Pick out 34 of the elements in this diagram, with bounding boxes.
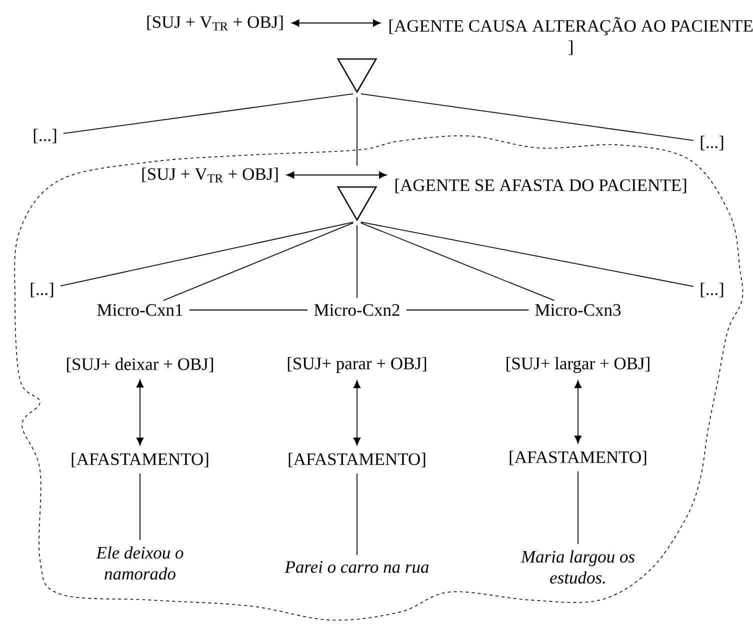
- example-sentence: Ele deixou o namorado: [96, 546, 184, 580]
- connector-line: [356, 224, 358, 298]
- meaning-text: [AFASTAMENTO]: [510, 450, 646, 466]
- schema-text: [SUJ+ largar + OBJ]: [506, 357, 650, 373]
- schema-text: [SUJ + V$_{TR}$ + OBJ]: [147, 16, 283, 30]
- arrow: [574, 380, 582, 444]
- example-sentence: Parei o carro na rua: [284, 561, 429, 573]
- connector-line: [60, 222, 354, 286]
- meaning-text: [AGENTE CAUSA ALTERAÇÃO AO PACIENTE ]: [390, 17, 753, 55]
- connector-line: [360, 222, 555, 301]
- connector-line: [360, 93, 694, 141]
- schema-text: [SUJ + V$_{TR}$ + OBJ]: [142, 168, 278, 182]
- schema-text: [SUJ+ deixar + OBJ]: [67, 358, 213, 372]
- connector-line: [63, 93, 354, 134]
- schema-text: [SUJ+ parar + OBJ]: [288, 357, 426, 373]
- connector-line: [356, 473, 358, 556]
- arrow: [286, 171, 387, 179]
- meaning-text: [AFASTAMENTO]: [288, 452, 426, 468]
- example-sentence: Maria largou os estudos.: [520, 550, 634, 584]
- ellipsis-text: [...]: [34, 128, 56, 144]
- meaning-text: [AGENTE SE AFASTA DO PACIENTE]: [396, 178, 686, 194]
- ellipsis-text: [...]: [700, 136, 724, 150]
- connector-line: [356, 96, 358, 166]
- ellipsis-text: [...]: [30, 282, 54, 298]
- construction-text: Micro-Cxn2: [314, 304, 400, 316]
- connector-line: [163, 222, 354, 301]
- connector-line: [360, 222, 694, 287]
- arrow: [136, 380, 144, 446]
- construction-text: Micro-Cxn3: [535, 304, 621, 316]
- construction-text: Micro-Cxn1: [97, 304, 182, 316]
- arrow: [353, 380, 361, 446]
- meaning-text: [AFASTAMENTO]: [72, 452, 208, 468]
- arrow: [291, 19, 381, 27]
- ellipsis-text: [...]: [700, 282, 724, 298]
